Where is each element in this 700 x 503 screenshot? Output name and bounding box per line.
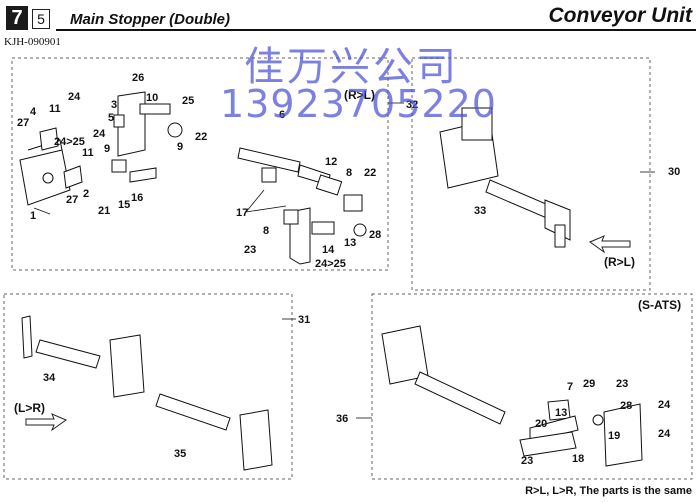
callout-28: 28 — [369, 229, 381, 241]
callout-23b: 23 — [616, 378, 628, 390]
callout-18: 18 — [572, 453, 584, 465]
arrow-lr-icon — [25, 413, 68, 432]
chapter-number: 7 — [6, 6, 28, 30]
callout-17: 17 — [236, 207, 248, 219]
callout-27b: 27 — [66, 194, 78, 206]
block-part-4 — [39, 127, 59, 151]
callout-35: 35 — [174, 448, 186, 460]
frame-assembly-30 — [411, 57, 651, 291]
nut-part-28b — [592, 414, 604, 426]
frame-main-assembly — [11, 57, 389, 271]
callout-31: 31 — [298, 314, 310, 326]
plate-part-20 — [529, 415, 579, 443]
callout-24-25b: 24>25 — [315, 258, 346, 270]
callout-24-25: 24>25 — [54, 136, 85, 148]
spacer-part-14 — [311, 221, 335, 235]
main-assembly-drawing — [19, 91, 367, 265]
cylinder-part-6 — [237, 147, 301, 173]
callout-27: 27 — [17, 117, 29, 129]
callout-10: 10 — [146, 92, 158, 104]
direction-rl-right: (R>L) — [604, 255, 635, 269]
unit-title: Conveyor Unit — [548, 4, 692, 27]
callout-11: 11 — [49, 103, 61, 115]
callout-8: 8 — [346, 167, 352, 179]
cylinder-part-34 — [35, 339, 101, 369]
callout-33: 33 — [474, 205, 486, 217]
block-part-8 — [343, 194, 363, 212]
callout-19: 19 — [608, 430, 620, 442]
callout-9b: 9 — [177, 141, 183, 153]
callout-26: 26 — [132, 72, 144, 84]
callout-25: 25 — [182, 95, 194, 107]
callout-4: 4 — [30, 106, 37, 118]
callout-29: 29 — [583, 378, 595, 390]
callout-2: 2 — [83, 188, 89, 200]
plate-part-10 — [139, 103, 171, 115]
section-number: 5 — [32, 9, 50, 29]
callout-24: 24 — [68, 91, 81, 103]
spacer-part-15 — [111, 159, 127, 173]
callout-22: 22 — [195, 131, 207, 143]
fitting-part-17a — [261, 167, 277, 183]
fitting-part-22 — [167, 122, 183, 138]
rod-part-12 — [315, 174, 343, 196]
watermark-company: 佳万兴公司 — [244, 44, 459, 90]
callout-3: 3 — [111, 99, 117, 111]
callout-28b: 28 — [620, 400, 632, 412]
bracket-part-3 — [117, 91, 146, 157]
header-rule — [56, 29, 696, 31]
fitting-part-17b — [283, 209, 299, 225]
callout-23: 23 — [244, 244, 256, 256]
header: 7 5 Main Stopper (Double) Conveyor Unit — [0, 0, 700, 34]
cylinder-part-35 — [155, 393, 231, 431]
callout-15: 15 — [118, 199, 130, 211]
callout-1: 1 — [30, 210, 36, 222]
callout-14: 14 — [322, 244, 335, 256]
callout-8b: 8 — [263, 225, 269, 237]
frame-assembly-31 — [3, 293, 293, 480]
direction-rl-top: (R>L) — [344, 88, 375, 102]
callout-24d: 24 — [658, 428, 671, 440]
washer-part-5 — [113, 114, 125, 128]
callout-32: 32 — [406, 99, 418, 111]
callout-9: 9 — [104, 143, 110, 155]
callout-20: 20 — [535, 418, 547, 430]
watermark-phone: 13923705220 — [220, 82, 497, 126]
callout-34: 34 — [43, 372, 56, 384]
callout-23c: 23 — [521, 455, 533, 467]
block-part-2 — [63, 165, 83, 189]
direction-lr: (L>R) — [14, 401, 45, 415]
page-title: Main Stopper (Double) — [70, 11, 230, 28]
leader-lines — [33, 102, 655, 419]
callout-12: 12 — [325, 156, 337, 168]
callout-5: 5 — [108, 112, 114, 124]
callout-22b: 22 — [364, 167, 376, 179]
callout-16: 16 — [131, 192, 143, 204]
callout-11b: 11 — [82, 147, 94, 159]
callout-24c: 24 — [658, 399, 671, 411]
footer-note: R>L, L>R, The parts is the same — [525, 485, 692, 497]
callout-7: 7 — [567, 381, 573, 393]
callout-13: 13 — [344, 237, 356, 249]
callout-6: 6 — [279, 109, 285, 121]
nut-part-28 — [353, 223, 367, 237]
bracket-part-18 — [519, 431, 577, 457]
callout-21: 21 — [98, 205, 110, 217]
callout-36: 36 — [336, 413, 348, 425]
plate-part-19 — [603, 403, 643, 467]
callout-labels: 26 10 3 25 5 22 9 9 6 24 11 4 27 24>25 2… — [17, 72, 680, 467]
variant-sats: (S-ATS) — [638, 298, 681, 312]
callout-13b: 13 — [555, 407, 567, 419]
assembly-31-drawing — [21, 315, 273, 471]
assembly-36-drawing — [381, 325, 643, 467]
callout-24b: 24 — [93, 128, 106, 140]
callout-30: 30 — [668, 166, 680, 178]
plate-part-16 — [129, 167, 157, 183]
document-code: KJH-090901 — [4, 36, 61, 48]
arrow-rl-icon — [588, 235, 631, 254]
direction-labels: (R>L) (R>L) (L>R) (S-ATS) — [14, 88, 681, 415]
assembly-30-drawing — [439, 107, 571, 248]
